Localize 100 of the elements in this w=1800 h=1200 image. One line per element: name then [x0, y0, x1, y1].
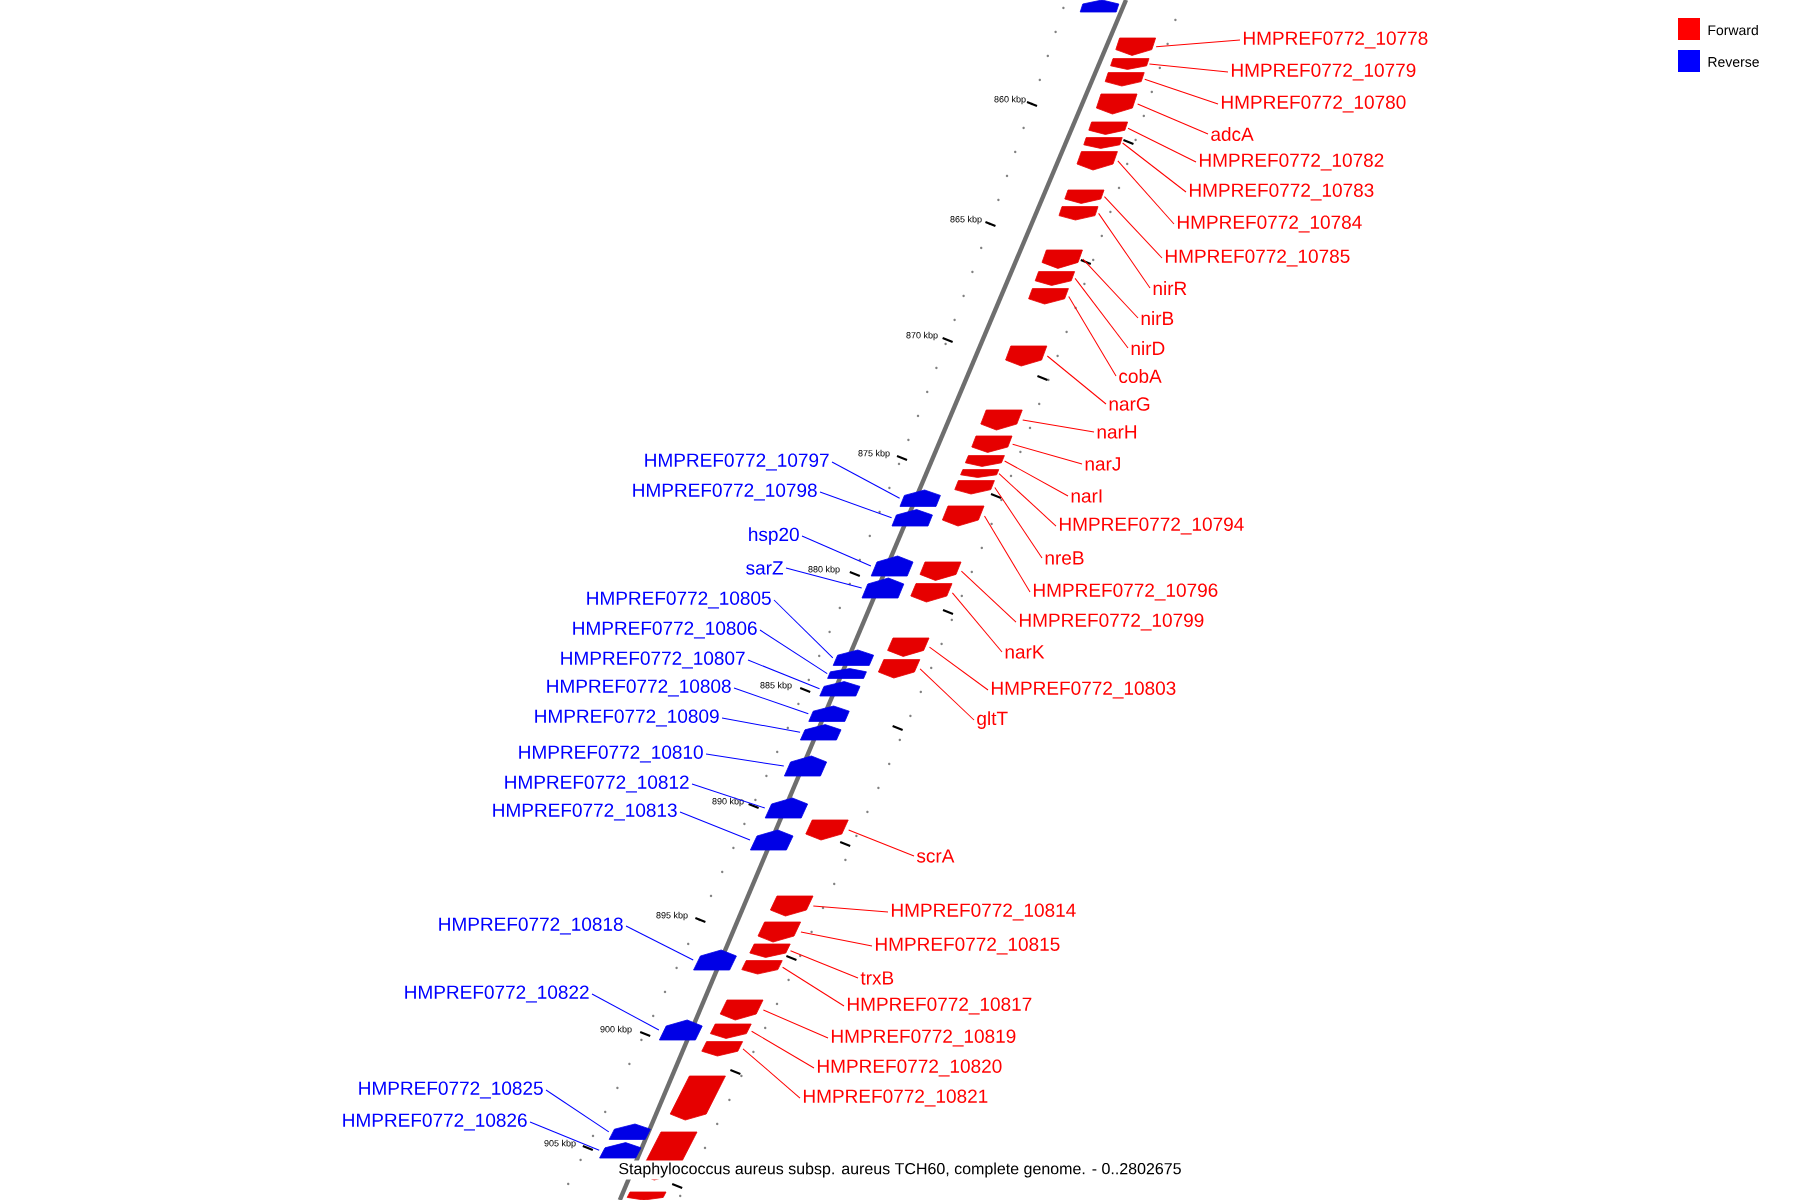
gene-block — [971, 435, 1013, 453]
gene-block — [800, 724, 842, 741]
gene-label: HMPREF0772_10815 — [876, 937, 1060, 955]
gene-block — [819, 681, 861, 697]
gene-label: HMPREF0772_10782 — [1200, 153, 1384, 171]
leader-line — [819, 491, 893, 519]
leader-line — [1148, 63, 1229, 73]
leader-line — [1012, 443, 1083, 465]
gene-label: HMPREF0772_10808 — [547, 679, 731, 697]
leader-line — [782, 966, 845, 1007]
gene-label: HMPREF0772_10803 — [992, 681, 1176, 699]
gene-block — [899, 489, 941, 507]
gene-label: gltT — [977, 711, 1008, 729]
gene-block — [805, 819, 849, 841]
gene-label: narK — [1005, 645, 1045, 659]
gene-label: cobA — [1119, 369, 1162, 383]
gene-block — [954, 480, 995, 495]
gene-label: HMPREF0772_10810 — [519, 745, 703, 763]
gene-block — [701, 1041, 743, 1057]
gene-label: HMPREF0772_10806 — [573, 621, 757, 639]
gene-block — [942, 505, 985, 527]
leader-line — [773, 599, 834, 659]
gene-label: HMPREF0772_10812 — [505, 775, 689, 793]
gene-block — [784, 755, 827, 777]
leader-line — [751, 1030, 815, 1069]
leader-line — [529, 1121, 600, 1151]
gene-block — [1110, 58, 1150, 70]
leader-line — [759, 629, 828, 675]
gene-label: HMPREF0772_10820 — [818, 1059, 1002, 1077]
leader-line — [1098, 212, 1151, 289]
gene-label: scrA — [916, 849, 955, 863]
gene-label: HMPREF0772_10817 — [848, 997, 1032, 1015]
leader-line — [747, 659, 820, 690]
gene-label: narI — [1071, 489, 1102, 503]
leader-line — [691, 783, 766, 809]
leader-line — [785, 567, 863, 589]
leader-line — [742, 1048, 801, 1099]
leader-line — [998, 473, 1057, 527]
leader-line — [960, 570, 1017, 623]
leader-line — [800, 931, 873, 947]
gene-label: HMPREF0772_10783 — [1190, 183, 1374, 201]
gene-label: nirB — [1141, 311, 1174, 325]
gene-label: HMPREF0772_10784 — [1178, 215, 1362, 233]
gene-block — [750, 829, 794, 851]
gene-label: narJ — [1085, 457, 1120, 471]
gene-block — [719, 999, 764, 1021]
gene-label: HMPREF0772_10780 — [1222, 95, 1406, 113]
gene-label: trxB — [860, 971, 894, 985]
gene-label: narH — [1097, 425, 1137, 439]
gene-block — [832, 649, 874, 666]
gene-label: HMPREF0772_10822 — [405, 985, 589, 1003]
gene-block — [808, 705, 850, 722]
leader-line — [1068, 295, 1117, 377]
leader-line — [984, 515, 1031, 593]
gene-block — [693, 949, 737, 971]
leader-line — [1082, 258, 1139, 319]
gene-label: hsp20 — [749, 527, 799, 545]
leader-line — [801, 535, 872, 567]
gene-block — [749, 943, 791, 958]
gene-block — [1083, 137, 1123, 149]
leader-line — [848, 829, 915, 857]
gene-label: HMPREF0772_10805 — [587, 591, 771, 609]
gene-block — [1041, 249, 1083, 269]
gene-block — [1104, 72, 1145, 87]
leader-line — [679, 811, 751, 841]
gene-label: HMPREF0772_10818 — [439, 917, 623, 935]
leader-line — [721, 717, 801, 733]
gene-block — [1064, 189, 1105, 204]
gene-label: HMPREF0772_10779 — [1232, 63, 1416, 81]
gene-block — [1088, 121, 1128, 135]
leader-line — [929, 646, 989, 691]
gene-label: HMPREF0772_10799 — [1020, 613, 1204, 631]
leader-line — [591, 993, 660, 1031]
gene-block — [741, 960, 783, 975]
caption: Staphylococcus aureus subsp. aureus TCH60, complete genome. - 0..2802675 — [616, 1160, 1184, 1180]
leader-line — [762, 1009, 829, 1039]
gene-block — [1005, 345, 1048, 367]
leader-line — [1022, 419, 1095, 433]
leader-line — [831, 461, 901, 499]
gene-block — [1076, 151, 1118, 171]
gene-label: HMPREF0772_10797 — [645, 453, 829, 471]
gene-block — [965, 455, 1005, 467]
leader-line — [545, 1089, 610, 1133]
gene-block — [910, 583, 953, 603]
gene-block — [1096, 93, 1138, 115]
leader-line — [812, 905, 889, 913]
gene-block — [1058, 206, 1099, 221]
gene-block — [659, 1019, 703, 1041]
leader-line — [625, 925, 694, 961]
gene-label: HMPREF0772_10819 — [832, 1029, 1016, 1047]
gene-block — [887, 637, 930, 657]
leader-line — [1155, 39, 1241, 48]
leader-line — [919, 668, 975, 721]
leader-line — [733, 687, 809, 715]
gene-label: HMPREF0772_10813 — [493, 803, 677, 821]
gene-block — [878, 659, 921, 679]
gene-block — [599, 1142, 642, 1159]
gene-block — [870, 555, 914, 577]
leader-line — [1127, 127, 1197, 163]
gene-label: HMPREF0772_10809 — [535, 709, 719, 727]
